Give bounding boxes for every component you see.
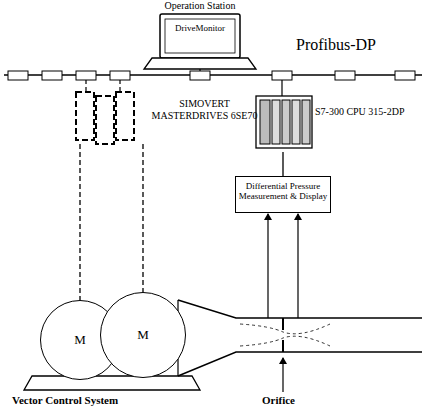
orifice-pointer xyxy=(282,358,283,392)
orifice-plate xyxy=(282,318,284,352)
plc-rack xyxy=(256,96,312,148)
plc-bus-link xyxy=(281,80,282,96)
plc-unit: S7-300 CPU 315-2DP xyxy=(255,92,423,152)
flow-lines xyxy=(240,324,330,346)
motor-circle: M xyxy=(100,292,186,378)
drive-group: SIMOVERT MASTERDRIVES 6SE70 xyxy=(70,88,270,144)
measurement-box: Differential Pressure Measurement & Disp… xyxy=(235,176,331,213)
screen-text: DriveMonitor xyxy=(165,23,235,33)
connector xyxy=(282,152,283,176)
drive-label: SIMOVERT MASTERDRIVES 6SE70 xyxy=(142,98,267,121)
bus-line xyxy=(4,74,422,76)
motor-base xyxy=(24,376,200,390)
orifice-label: Orifice xyxy=(262,394,295,406)
laptop xyxy=(144,14,256,71)
box-text: Differential Pressure Measurement & Disp… xyxy=(238,181,328,202)
system-caption: Vector Control System xyxy=(12,394,118,406)
motor-letter: M xyxy=(101,328,185,343)
bus-name: Profibus-DP xyxy=(296,36,376,54)
operation-station: Operation StationDriveMonitor xyxy=(140,0,260,70)
connector xyxy=(79,144,80,300)
drive-modules xyxy=(76,92,134,144)
pressure-taps xyxy=(268,214,298,318)
bus-stations xyxy=(8,71,415,80)
pipe xyxy=(178,300,422,376)
plc-label: S7-300 CPU 315-2DP xyxy=(315,106,421,118)
station-heading: Operation Station xyxy=(140,0,260,12)
connector xyxy=(142,144,143,292)
drive-bus-links xyxy=(86,80,120,92)
